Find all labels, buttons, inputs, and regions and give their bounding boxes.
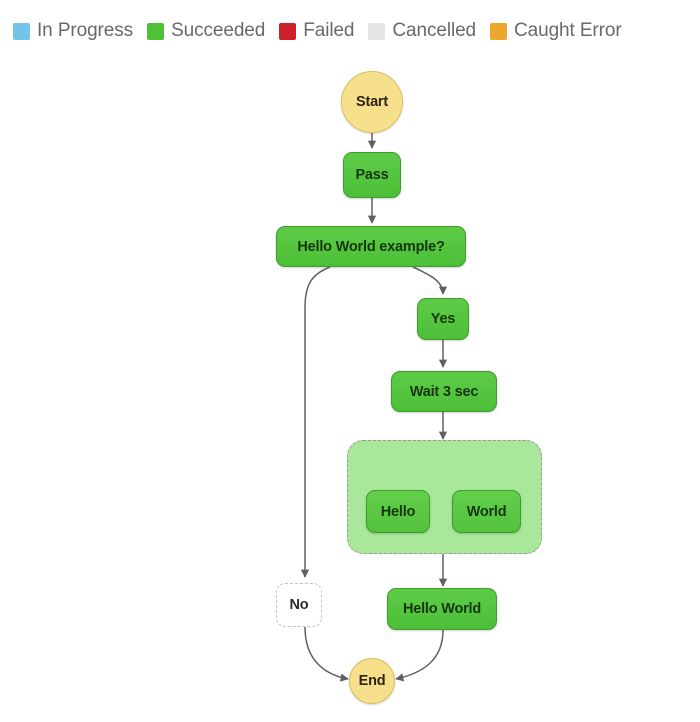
- node-yes[interactable]: Yes: [417, 298, 469, 340]
- node-hello[interactable]: Hello: [366, 490, 430, 533]
- node-world[interactable]: World: [452, 490, 521, 533]
- node-start-label: Start: [355, 94, 389, 110]
- edge-hello-world-to-end: [395, 629, 444, 682]
- node-world-label: World: [466, 503, 507, 520]
- legend-label-caught-error: Caught Error: [514, 20, 622, 41]
- legend-swatch-in-progress: [13, 22, 30, 40]
- legend-label-succeeded: Succeeded: [171, 20, 266, 41]
- legend-item-caught-error: Caught Error: [490, 20, 622, 42]
- status-legend: In Progress Succeeded Failed Cancelled C…: [0, 0, 700, 62]
- legend-item-in-progress: In Progress: [13, 20, 133, 42]
- legend-label-cancelled: Cancelled: [392, 20, 477, 41]
- legend-swatch-succeeded: [147, 22, 165, 40]
- legend-label-in-progress: In Progress: [37, 20, 134, 41]
- node-no[interactable]: No: [276, 583, 322, 627]
- node-choice-hello-world-example[interactable]: Hello World example?: [276, 226, 466, 267]
- node-end-label: End: [358, 673, 386, 689]
- edge-choice-to-no: [300, 266, 331, 578]
- edge-choice-to-yes: [412, 266, 448, 295]
- legend-item-failed: Failed: [279, 20, 355, 42]
- execution-graph[interactable]: Start Pass Hello World example? Yes Wait…: [0, 62, 700, 722]
- node-pass-label: Pass: [355, 167, 389, 183]
- node-pass[interactable]: Pass: [343, 152, 401, 198]
- legend-swatch-caught-error: [490, 22, 508, 40]
- node-hello-world-label: Hello World: [402, 601, 482, 617]
- node-wait-label: Wait 3 sec: [409, 383, 479, 400]
- edge-no-to-end: [304, 626, 349, 682]
- node-start[interactable]: Start: [341, 71, 403, 133]
- node-yes-label: Yes: [430, 311, 456, 327]
- node-end[interactable]: End: [349, 658, 395, 704]
- node-hello-label: Hello: [380, 503, 416, 520]
- node-wait-3-sec[interactable]: Wait 3 sec: [391, 371, 497, 412]
- node-hello-world[interactable]: Hello World: [387, 588, 497, 630]
- node-no-label: No: [289, 597, 309, 613]
- node-choice-label: Hello World example?: [297, 238, 445, 255]
- legend-swatch-cancelled: [368, 22, 386, 40]
- legend-swatch-failed: [279, 22, 297, 40]
- legend-item-succeeded: Succeeded: [147, 20, 265, 42]
- legend-label-failed: Failed: [303, 20, 355, 41]
- legend-item-cancelled: Cancelled: [368, 20, 476, 42]
